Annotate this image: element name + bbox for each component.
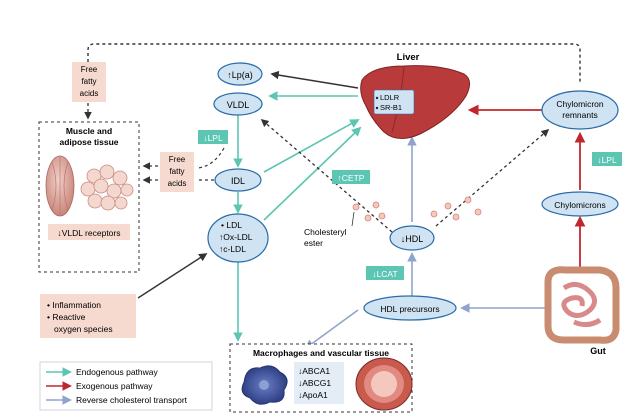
liver-receptor-ldlr: LDLR — [380, 93, 400, 102]
ffa-top-line1: Free — [81, 65, 98, 74]
enzyme-lcat: ↓LCAT — [366, 266, 404, 280]
vldl-receptors-label: ↓VLDL receptors — [58, 228, 121, 238]
hdl-to-vldl-dashed — [260, 118, 393, 233]
node-chylomicron-remnants-line2: remnants — [562, 110, 597, 120]
liver-to-lpa-arrow — [270, 70, 359, 89]
legend-reverse-label: Reverse cholesterol transport — [76, 395, 188, 405]
free-fatty-acids-top-box: Free fatty acids — [72, 62, 106, 102]
ffa-mid-line1: Free — [169, 155, 186, 164]
exogenous-arrows — [467, 104, 586, 270]
enzyme-lpl-left-label: ↓LPL — [203, 133, 223, 143]
ffa-mid-line3: acids — [168, 179, 187, 188]
inflammation-to-ldl-arrow — [137, 253, 208, 299]
node-lpa-label: ↑Lp(a) — [227, 70, 253, 80]
reverse-transport-arrows — [304, 136, 546, 350]
node-hdl-precursors: HDL precursors — [363, 295, 457, 321]
ffa-top-line2: fatty — [81, 77, 96, 86]
marker-abcg1: ↓ABCG1 — [298, 378, 331, 388]
muscle-adipose-box: Muscle and adipose tissue ↓VLDL receptor… — [38, 121, 140, 273]
adipocytes-illustration — [80, 164, 134, 211]
node-vldl-label: VLDL — [227, 100, 250, 110]
enzyme-lpl-right-label: ↓LPL — [597, 155, 617, 165]
free-fatty-acids-mid-box: Free fatty acids — [160, 152, 194, 192]
marker-apoa1: ↓ApoA1 — [298, 390, 328, 400]
node-ldl-line2: ↑Ox-LDL — [219, 232, 253, 242]
gut-label: Gut — [590, 346, 606, 356]
legend-item-reverse: Reverse cholesterol transport — [46, 395, 188, 405]
node-hdl: ↓HDL — [389, 225, 435, 251]
marker-abca1: ↓ABCA1 — [298, 366, 330, 376]
node-chylomicrons-label: Chylomicrons — [554, 200, 606, 210]
node-ldl-line3: ↑c-LDL — [219, 244, 246, 254]
node-idl-label: IDL — [231, 176, 245, 186]
inflammation-line1: • Inflammation — [47, 300, 101, 310]
node-idl: IDL — [214, 168, 262, 192]
enzyme-lcat-label: ↓LCAT — [372, 269, 397, 279]
node-vldl: VLDL — [213, 92, 263, 116]
macrophages-vascular-box: Macrophages and vascular tissue ↓ABCA1 ↓… — [229, 343, 413, 413]
macrophages-title: Macrophages and vascular tissue — [253, 348, 389, 358]
vascular-tissue-illustration — [355, 357, 413, 411]
enzyme-lpl-right: ↓LPL — [592, 152, 622, 166]
legend-endogenous-label: Endogenous pathway — [76, 367, 159, 377]
ffa-top-line3: acids — [80, 89, 99, 98]
node-lpa: ↑Lp(a) — [217, 62, 263, 86]
top-dashed-loop — [87, 43, 581, 84]
muscle-title-2: adipose tissue — [59, 137, 118, 147]
node-ldl: • LDL ↑Ox-LDL ↑c-LDL — [207, 213, 269, 263]
endogenous-arrows — [233, 91, 362, 342]
inflammation-box: • Inflammation • Reactive oxygen species — [40, 294, 136, 338]
node-ldl-line1: • LDL — [221, 220, 242, 230]
cholesteryl-ester-line2: ester — [304, 238, 323, 248]
cholesteryl-ester-line1: Cholesteryl — [304, 227, 347, 237]
liver-receptor-srb1: SR-B1 — [380, 103, 402, 112]
node-chylomicron-remnants: Chylomicron remnants — [541, 90, 619, 130]
legend: Endogenous pathway Exogenous pathway Rev… — [39, 361, 213, 411]
ffa-mid-line2: fatty — [169, 167, 184, 176]
node-hdl-label: ↓HDL — [401, 234, 424, 244]
muscle-title-1: Muscle and — [66, 126, 112, 136]
node-chylomicron-remnants-line1: Chylomicron — [556, 99, 604, 109]
enzyme-cetp: ↑CETP — [332, 170, 370, 184]
cholesteryl-ester-dots — [352, 196, 482, 222]
liver-organ: Liver LDLR SR-B1 — [360, 52, 470, 139]
legend-exogenous-label: Exogenous pathway — [76, 381, 153, 391]
node-chylomicrons: Chylomicrons — [541, 191, 619, 217]
gut-illustration: Gut — [544, 266, 620, 356]
node-hdl-precursors-label: HDL precursors — [380, 304, 439, 314]
enzyme-cetp-label: ↑CETP — [338, 173, 365, 183]
legend-item-endogenous: Endogenous pathway — [46, 367, 159, 377]
inflammation-line3: oxygen species — [54, 324, 113, 334]
enzyme-lpl-left: ↓LPL — [198, 130, 228, 144]
vldl-to-ffa-dashed — [197, 147, 225, 169]
hdl-to-chylomicron-dashed — [435, 128, 550, 227]
liver-title: Liver — [397, 52, 420, 63]
inflammation-line2: • Reactive — [47, 312, 86, 322]
legend-item-exogenous: Exogenous pathway — [46, 381, 153, 391]
